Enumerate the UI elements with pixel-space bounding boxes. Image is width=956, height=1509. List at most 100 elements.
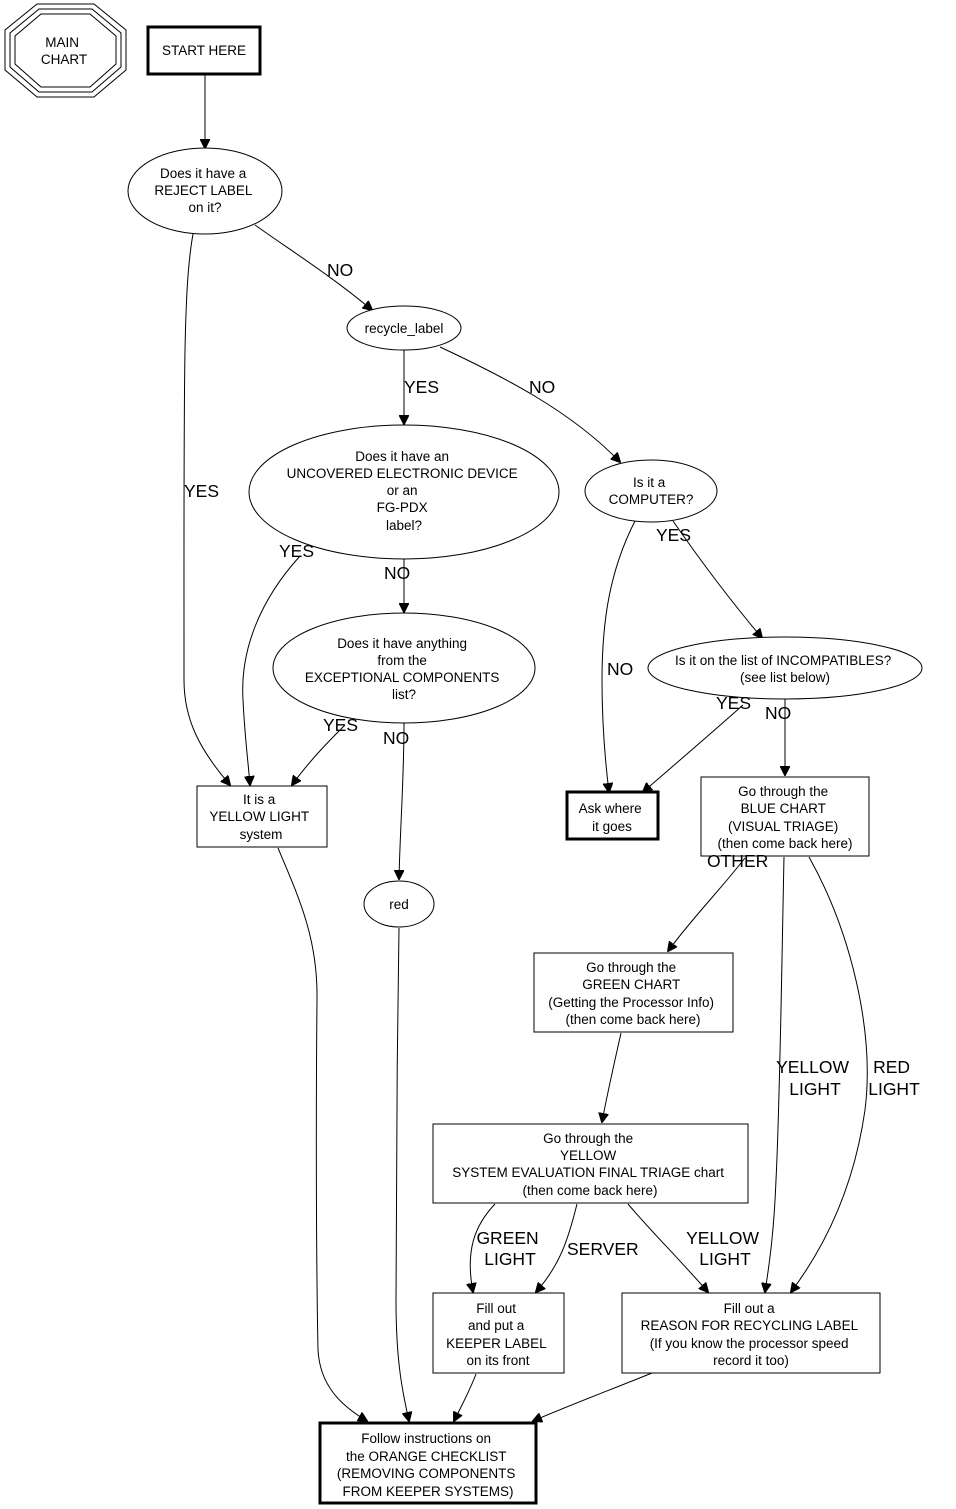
recycle-line: recycle_label <box>365 321 444 336</box>
edge-label-line: LIGHT <box>789 1079 841 1099</box>
node-yellow-chart[interactable]: Go through the YELLOW SYSTEM EVALUATION … <box>432 1123 749 1204</box>
node-reason-for-recycling[interactable]: Fill out a REASON FOR RECYCLING LABEL (I… <box>621 1292 881 1374</box>
node-uncovered-device-question[interactable]: Does it have an UNCOVERED ELECTRONIC DEV… <box>248 424 560 560</box>
edge-label-computer-yes: YES <box>656 525 691 545</box>
node-computer-question[interactable]: Is it a COMPUTER? <box>584 459 718 523</box>
node-recycle-label[interactable]: recycle_label <box>346 305 462 351</box>
orange-line: the ORANGE CHECKLIST <box>346 1449 506 1464</box>
incompat-line: (see list below) <box>740 670 830 685</box>
computer-text: Is it a COMPUTER? <box>609 475 694 507</box>
reject-line: on it? <box>188 200 221 215</box>
edge-incompat-yes-to-ask <box>643 704 744 792</box>
yellow-light-line: It is a <box>243 792 276 807</box>
node-ask-where-it-goes[interactable]: Ask where it goes <box>565 790 660 841</box>
exceptional-line: EXCEPTIONAL COMPONENTS <box>305 670 500 685</box>
reason-line: REASON FOR RECYCLING LABEL <box>641 1318 859 1333</box>
node-green-chart[interactable]: Go through the GREEN CHART (Getting the … <box>533 952 734 1033</box>
reject-line: Does it have a <box>160 166 247 181</box>
edge-label-line: NO <box>607 659 633 679</box>
edge-blue-other-to-green <box>668 857 746 951</box>
blue-line: BLUE CHART <box>741 801 826 816</box>
edges <box>183 75 868 1421</box>
main-chart-line: CHART <box>41 52 87 67</box>
edge-label-blue-red-light: RED LIGHT <box>868 1057 920 1099</box>
main-chart-line: MAIN <box>45 35 79 50</box>
reject-label-text: Does it have a REJECT LABEL on it? <box>154 166 255 215</box>
node-reject-label-question[interactable]: Does it have a REJECT LABEL on it? <box>127 147 283 235</box>
green-line: Go through the <box>586 960 676 975</box>
edge-keeper-to-orange <box>454 1373 477 1421</box>
edge-label-recycle-yes: YES <box>404 377 439 397</box>
edge-label-line: YES <box>656 525 691 545</box>
green-chart-text: Go through the GREEN CHART (Getting the … <box>548 960 718 1027</box>
edge-label-incompat-yes: YES <box>716 693 751 713</box>
exceptional-line: from the <box>377 653 427 668</box>
yellow-chart-line: (then come back here) <box>522 1183 657 1198</box>
keeper-label-text: Fill out and put a KEEPER LABEL on its f… <box>446 1301 550 1368</box>
edge-label-recycle-no: NO <box>529 377 555 397</box>
ask-where-text: Ask where it goes <box>579 801 646 834</box>
edge-label-computer-no: NO <box>607 659 633 679</box>
start-line: START HERE <box>162 43 246 58</box>
node-exceptional-components-question[interactable]: Does it have anything from the EXCEPTION… <box>272 612 536 724</box>
edge-label-line: YELLOW <box>686 1228 759 1248</box>
node-incompatibles-question[interactable]: Is it on the list of INCOMPATIBLES? (see… <box>647 636 923 700</box>
node-blue-chart[interactable]: Go through the BLUE CHART (VISUAL TRIAGE… <box>700 776 870 857</box>
reason-line: record it too) <box>713 1353 789 1368</box>
reason-line: Fill out a <box>724 1301 776 1316</box>
node-keeper-label[interactable]: Fill out and put a KEEPER LABEL on its f… <box>432 1292 565 1374</box>
yellow-chart-line: SYSTEM EVALUATION FINAL TRIAGE chart <box>452 1165 724 1180</box>
yellow-chart-line: YELLOW <box>560 1148 617 1163</box>
red-line: red <box>389 897 409 912</box>
node-start-here[interactable]: START HERE <box>146 25 262 76</box>
green-line: (Getting the Processor Info) <box>548 995 714 1010</box>
edge-blue-red-to-reason <box>791 856 868 1292</box>
orange-line: Follow instructions on <box>361 1431 491 1446</box>
edge-yc-green-to-keeper <box>470 1203 496 1292</box>
start-here-label: START HERE <box>162 43 246 58</box>
uncovered-line: FG-PDX <box>377 500 428 515</box>
exceptional-components-text: Does it have anything from the EXCEPTION… <box>305 636 503 702</box>
edge-label-reject-no: NO <box>327 260 353 280</box>
reason-line: (If you know the processor speed <box>650 1336 849 1351</box>
orange-line: FROM KEEPER SYSTEMS) <box>342 1484 513 1499</box>
edge-reject-yes-to-yellowlight <box>183 233 230 785</box>
edge-yellowlight-to-orange <box>277 847 367 1421</box>
edge-label-blue-yellow-light: YELLOW LIGHT <box>776 1057 854 1099</box>
edge-yc-server-to-keeper <box>536 1203 578 1292</box>
edge-label-line: LIGHT <box>868 1079 920 1099</box>
edge-reason-to-orange <box>533 1372 653 1421</box>
edge-label-incompat-no: NO <box>765 703 791 723</box>
yellow-chart-line: Go through the <box>543 1131 633 1146</box>
edge-label-line: YELLOW <box>776 1057 849 1077</box>
uncovered-line: Does it have an <box>355 449 449 464</box>
edge-label-line: NO <box>327 260 353 280</box>
node-red[interactable]: red <box>363 880 435 928</box>
green-line: GREEN CHART <box>582 977 680 992</box>
node-orange-checklist[interactable]: Follow instructions on the ORANGE CHECKL… <box>318 1421 538 1505</box>
computer-line: COMPUTER? <box>609 492 694 507</box>
uncovered-line: label? <box>386 518 422 533</box>
edge-reject-no-to-recycle <box>254 224 372 310</box>
edge-blue-yellow-to-reason <box>765 856 785 1292</box>
edge-recycle-no-to-computer <box>439 346 620 462</box>
node-yellow-light-system[interactable]: It is a YELLOW LIGHT system <box>196 785 328 848</box>
edge-label-line: LIGHT <box>484 1249 536 1269</box>
yellow-light-line: system <box>240 827 283 842</box>
uncovered-line: or an <box>387 483 418 498</box>
blue-line: (then come back here) <box>717 836 852 851</box>
edge-red-to-orange <box>395 927 409 1421</box>
edge-green-to-yellowchart <box>602 1032 622 1122</box>
exceptional-line: list? <box>392 687 416 702</box>
blue-chart-text: Go through the BLUE CHART (VISUAL TRIAGE… <box>717 784 852 851</box>
edge-label-line: YES <box>279 541 314 561</box>
keeper-line: on its front <box>466 1353 529 1368</box>
edge-label-yc-yellow-light: YELLOW LIGHT <box>686 1228 764 1269</box>
uncovered-line: UNCOVERED ELECTRONIC DEVICE <box>287 466 518 481</box>
reject-line: REJECT LABEL <box>154 183 253 198</box>
edge-label-blue-other: OTHER <box>707 851 768 871</box>
uncovered-device-text: Does it have an UNCOVERED ELECTRONIC DEV… <box>287 449 522 533</box>
edge-label-line: YES <box>404 377 439 397</box>
edge-exceptional-yes-to-yellowlight <box>292 724 346 785</box>
